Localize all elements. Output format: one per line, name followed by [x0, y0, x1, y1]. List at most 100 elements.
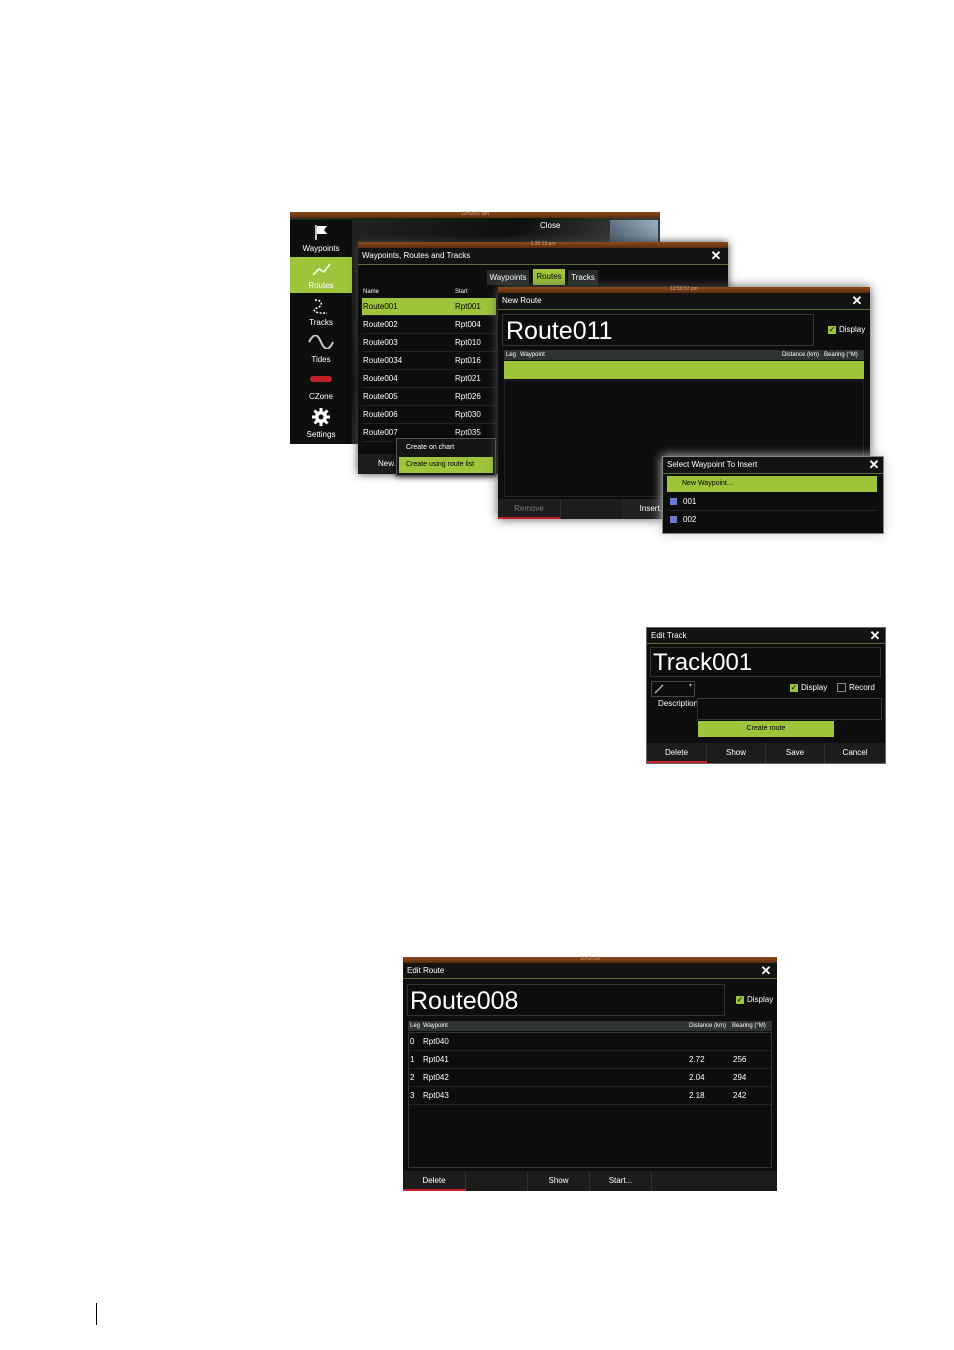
tab-tracks[interactable]: Tracks	[568, 270, 598, 285]
select-waypoint-dialog: Select Waypoint To Insert ✕ New Waypoint…	[662, 456, 884, 534]
list-item[interactable]: Route003 Rpt010	[362, 334, 496, 352]
record-checkbox[interactable]: Record	[837, 683, 875, 693]
route-start: Rpt021	[455, 374, 481, 383]
display-checkbox[interactable]: ✓Display	[736, 995, 773, 1004]
wrt-clock: 1:38:13 pm	[530, 241, 556, 247]
record-label: Record	[849, 683, 875, 692]
distance-cell: 2.18	[689, 1091, 705, 1100]
sidebar-item-settings[interactable]: Settings	[290, 406, 352, 442]
waypoint-icon	[670, 516, 677, 524]
sidebar-label: Tracks	[309, 318, 333, 327]
table-row[interactable]: 3 Rpt043 2.18 242	[409, 1087, 771, 1105]
list-item[interactable]: 002	[667, 512, 877, 528]
route-name-field[interactable]: Route011	[502, 314, 814, 346]
wrt-title: Waypoints, Routes and Tracks	[358, 248, 728, 265]
leg-cell: 0	[410, 1037, 415, 1046]
sidebar-item-tides[interactable]: Tides	[290, 331, 352, 367]
checkmark-icon: ✓	[736, 994, 744, 1004]
route-name: Route001	[363, 302, 398, 311]
tab-routes[interactable]: Routes	[533, 269, 565, 285]
save-button[interactable]: Save	[766, 743, 825, 763]
close-icon[interactable]: ✕	[868, 457, 880, 472]
cancel-button[interactable]: Cancel	[842, 748, 868, 757]
list-item[interactable]: Route005 Rpt026	[362, 388, 496, 406]
route-name: Route003	[363, 338, 398, 347]
bearing-cell: 242	[733, 1091, 747, 1100]
tab-waypoints[interactable]: Waypoints	[487, 270, 529, 285]
display-checkbox[interactable]: ✓Display	[828, 325, 865, 334]
col-waypoint: Waypoint	[520, 352, 545, 358]
table-header: Leg Waypoint Distance (km) Bearing (°M)	[408, 1021, 772, 1031]
show-button[interactable]: Show	[528, 1171, 590, 1191]
close-icon[interactable]: ✕	[710, 248, 722, 263]
edit-route-title: Edit Route	[403, 963, 777, 979]
route-start: Rpt010	[455, 338, 481, 347]
create-using-route-list-item[interactable]: Create using route list	[399, 457, 493, 473]
distance-cell: 2.72	[689, 1055, 705, 1064]
wave-icon	[308, 335, 334, 349]
new-waypoint-item[interactable]: New Waypoint...	[667, 476, 877, 492]
route-name-field[interactable]: Route008	[407, 984, 725, 1016]
line-style-icon	[654, 684, 664, 694]
waypoint-cell: Rpt040	[423, 1037, 449, 1046]
tracks-icon	[313, 299, 328, 314]
active-indicator	[498, 517, 560, 519]
close-icon[interactable]: ✕	[760, 963, 772, 978]
col-distance: Distance (km)	[689, 1023, 727, 1029]
line-style-select[interactable]: ▾	[651, 681, 695, 697]
new-route-title: New Route	[498, 293, 870, 310]
delete-button[interactable]: Delete	[403, 1171, 466, 1191]
sidebar-label: Routes	[308, 281, 334, 290]
remove-button[interactable]: Remove	[498, 499, 561, 519]
button-bar: Delete Show Start...	[403, 1171, 777, 1191]
sidebar-item-tracks[interactable]: Tracks	[290, 294, 352, 330]
bearing-cell: 294	[733, 1073, 747, 1082]
route-start: Rpt026	[455, 392, 481, 401]
create-route-button[interactable]: Create route	[698, 721, 834, 737]
track-name-field[interactable]: Track001	[650, 647, 881, 677]
leg-cell: 2	[410, 1073, 415, 1082]
czone-logo	[310, 376, 332, 382]
table-row[interactable]: 0 Rpt040	[409, 1033, 771, 1051]
list-item[interactable]: 001	[667, 494, 877, 511]
route-name: Route007	[363, 428, 398, 437]
empty-button-slot	[466, 1171, 528, 1191]
col-leg: Leg	[506, 352, 517, 358]
button-bar: Delete Show Save Cancel	[647, 743, 885, 763]
col-start: Start	[455, 289, 468, 295]
new-button[interactable]: New...	[378, 459, 401, 468]
close-icon[interactable]: ✕	[869, 628, 881, 643]
route-name: Route005	[363, 392, 398, 401]
sidebar-item-waypoints[interactable]: Waypoints	[290, 220, 352, 256]
description-field[interactable]	[697, 698, 882, 720]
selected-row[interactable]	[504, 361, 864, 379]
display-checkbox[interactable]: ✓Display	[790, 683, 827, 692]
flag-icon	[315, 225, 327, 240]
show-button[interactable]: Show	[707, 743, 766, 763]
leg-cell: 1	[410, 1055, 415, 1064]
sidebar-item-routes[interactable]: Routes	[290, 257, 352, 293]
display-label: Display	[747, 995, 774, 1004]
waypoint-cell: Rpt042	[423, 1073, 449, 1082]
start-button[interactable]: Start...	[590, 1171, 652, 1191]
sidebar-item-czone[interactable]: CZone	[290, 368, 352, 404]
route-start: Rpt004	[455, 320, 481, 329]
sidebar-label: Tides	[311, 355, 331, 364]
close-icon[interactable]: ✕	[851, 293, 863, 308]
create-on-chart-item[interactable]: Create on chart	[406, 444, 455, 451]
table-row[interactable]: 1 Rpt041 2.72 256	[409, 1051, 771, 1069]
display-label: Display	[801, 683, 828, 692]
col-name: Name	[363, 289, 380, 295]
delete-button[interactable]: Delete	[647, 743, 707, 763]
table-header: Leg Waypoint Distance (km) Bearing (°M)	[504, 350, 864, 360]
close-button[interactable]: Close	[540, 221, 561, 230]
table-row[interactable]: 2 Rpt042 2.04 294	[409, 1069, 771, 1087]
leg-cell: 3	[410, 1091, 415, 1100]
routes-composite-screenshot: 10:53:07 am Close Waypoints Routes Track…	[290, 211, 885, 548]
